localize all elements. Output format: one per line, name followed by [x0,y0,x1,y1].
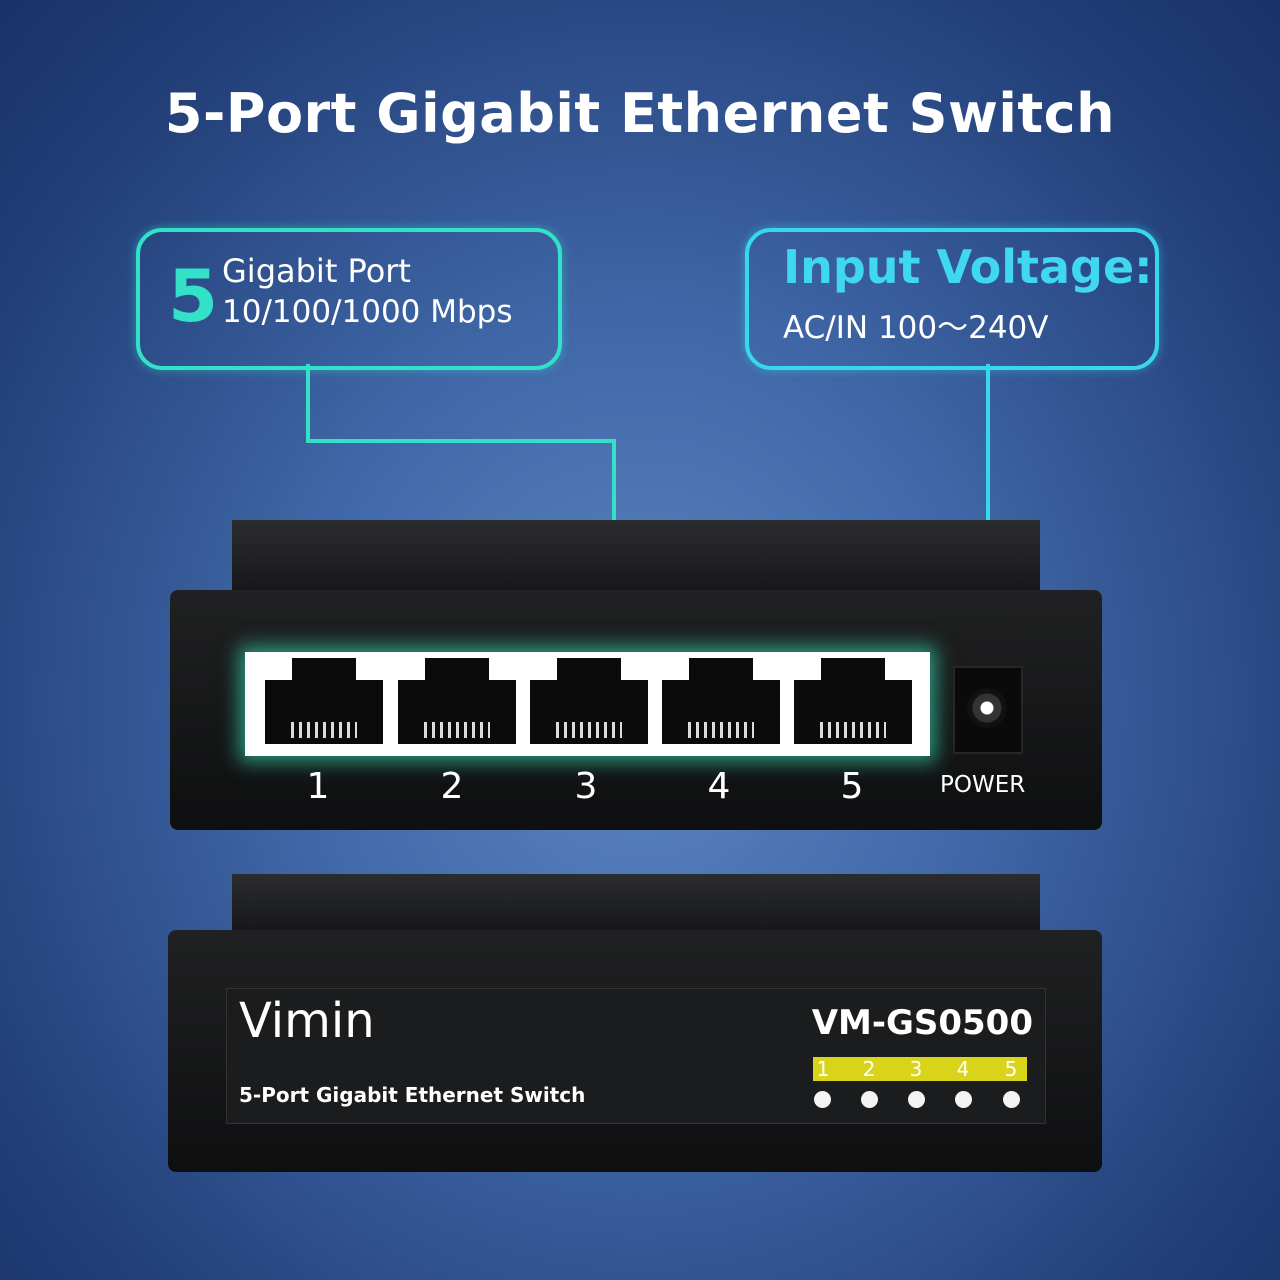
ethernet-port-1[interactable] [265,658,383,744]
brand-logo: Vimin [239,993,375,1049]
power-jack[interactable] [953,666,1023,754]
led-label-2: 2 [862,1057,876,1081]
led-label-5: 5 [1004,1057,1018,1081]
switch-front: 1 2 3 4 5 POWER [170,590,1102,830]
port-label-4: 4 [707,766,731,807]
led-indicator-4 [955,1091,972,1108]
led-indicator-5 [1003,1091,1020,1108]
switch-back: Vimin 5-Port Gigabit Ethernet Switch VM-… [168,930,1102,1172]
port-label-1: 1 [306,766,330,807]
port-speed-label: 10/100/1000 Mbps [222,294,513,330]
led-label-1: 1 [816,1057,830,1081]
model-number: VM-GS0500 [811,1003,1033,1043]
label-panel: Vimin 5-Port Gigabit Ethernet Switch VM-… [226,988,1046,1124]
switch-top-face-back [232,874,1040,932]
port-count: 5 [168,254,219,338]
input-voltage-title: Input Voltage: [783,240,1153,294]
led-label-4: 4 [956,1057,970,1081]
port-label-3: 3 [574,766,598,807]
power-label: POWER [940,772,1026,798]
ethernet-port-3[interactable] [530,658,648,744]
ethernet-port-strip [245,652,930,756]
port-type-label: Gigabit Port [222,252,411,290]
led-label-3: 3 [909,1057,923,1081]
input-voltage-value: AC/IN 100～240V [783,310,1049,346]
ports-callout: 5 Gigabit Port 10/100/1000 Mbps [136,228,562,370]
led-indicator-3 [908,1091,925,1108]
led-label-bar: 1 2 3 4 5 [813,1057,1027,1081]
led-indicator-2 [861,1091,878,1108]
ethernet-port-5[interactable] [794,658,912,744]
port-label-2: 2 [440,766,464,807]
ethernet-port-4[interactable] [662,658,780,744]
page-title: 5-Port Gigabit Ethernet Switch [164,82,1116,145]
switch-top-face [232,520,1040,592]
port-label-5: 5 [840,766,864,807]
power-jack-icon [967,688,1007,728]
product-subtitle: 5-Port Gigabit Ethernet Switch [239,1083,586,1107]
ethernet-port-2[interactable] [398,658,516,744]
power-callout: Input Voltage: AC/IN 100～240V [745,228,1159,370]
led-indicator-1 [814,1091,831,1108]
